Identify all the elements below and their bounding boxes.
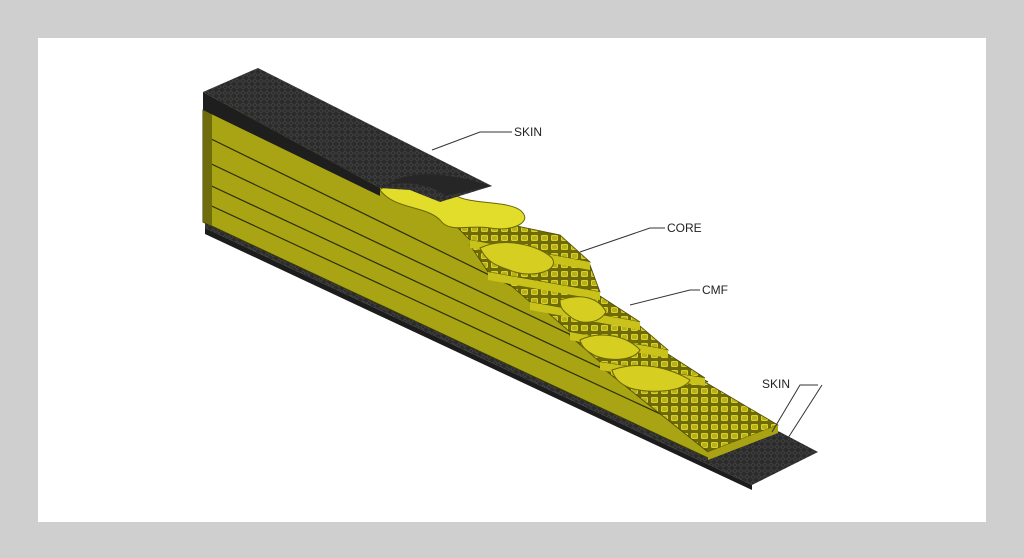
film-layer-cutouts — [379, 180, 691, 392]
leader-cmf — [629, 289, 700, 306]
label-cmf: CMF — [702, 283, 728, 297]
label-skin-bottom: SKIN — [762, 377, 790, 391]
leader-lines — [431, 131, 823, 439]
top-skin-layer — [203, 68, 492, 202]
leader-skin-top — [431, 131, 512, 151]
label-core: CORE — [667, 221, 702, 235]
leader-skin-bottom-1 — [771, 384, 818, 433]
leader-skin-bottom-2 — [787, 384, 823, 439]
label-skin-top: SKIN — [514, 125, 542, 139]
leader-core — [579, 227, 665, 253]
